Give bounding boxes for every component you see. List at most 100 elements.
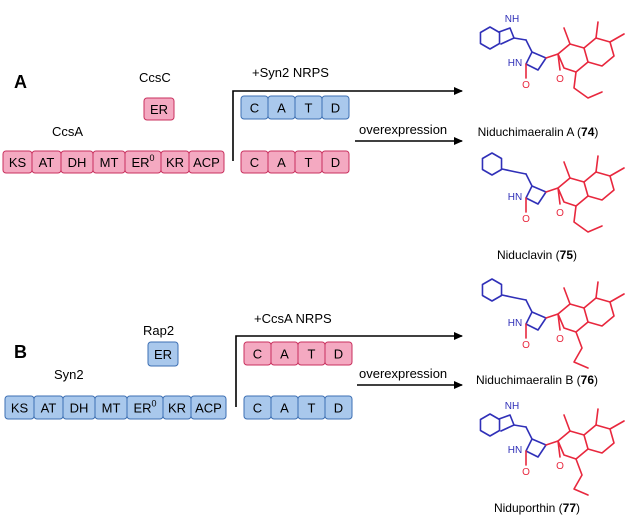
pks-b-domain-text-5: KR xyxy=(168,401,186,416)
nrps-a-a-label-1: A xyxy=(277,155,286,170)
indole-nh-77: NH xyxy=(505,401,519,412)
pks-a-ks-label-0: KS xyxy=(9,155,27,170)
nrps-b-d-label-3: D xyxy=(334,401,343,416)
nrps-a-c-label-0: C xyxy=(250,155,259,170)
pyrrolinone-hn-77: HN xyxy=(508,445,522,456)
product-name-75: Niduclavin ( xyxy=(497,248,560,262)
nrps-a-domain-text-0: C xyxy=(250,155,259,170)
product-caption-74: Niduchimaeralin A (74) xyxy=(478,125,599,139)
swap-nrps-a-domain-text-2: T xyxy=(305,101,313,116)
nrps-b-domain-text-2: T xyxy=(308,401,316,416)
carbonyl-o-acyl-74: O xyxy=(556,74,564,85)
pks-a-domain-text-5: KR xyxy=(166,155,184,170)
pks-b-domain-text-1: AT xyxy=(41,401,57,416)
pks-module-a: KS AT DH MT ER0 KR ACP xyxy=(2,150,225,174)
swap-nrps-b-domain-text-2: T xyxy=(308,347,316,362)
swap-nrps-a-domain-text-1: A xyxy=(277,101,286,116)
swap-nrps-b-d-domain-3 xyxy=(324,341,353,366)
carbonyl-o-lactam-76: O xyxy=(522,340,530,351)
pks-b-at-label-1: AT xyxy=(41,401,57,416)
pks-a-acp-label-6: ACP xyxy=(193,155,220,170)
product-name-74: Niduchimaeralin A ( xyxy=(478,125,581,139)
carbonyl-o-lactam-77: O xyxy=(522,467,530,478)
pyrrolinone-hn-74: HN xyxy=(508,58,522,69)
synthase-label-a: CcsA xyxy=(52,124,83,139)
product-id-77: 77 xyxy=(563,501,577,515)
product-caption-76: Niduchimaeralin B (76) xyxy=(476,373,598,387)
pks-a-at-label-1: AT xyxy=(39,155,55,170)
pks-a-domain-text-4: ER xyxy=(131,155,149,170)
nrps-b-domain-text-0: C xyxy=(253,401,262,416)
swap-nrps-b-domain-text-3: D xyxy=(334,347,343,362)
nrps-a-domain-text-3: D xyxy=(331,155,340,170)
tailoring-enzyme-label-b: Rap2 xyxy=(143,323,174,338)
pks-b-dh-label-2: DH xyxy=(70,401,89,416)
nrps-b-a-label-1: A xyxy=(280,401,289,416)
synthase-label-b: Syn2 xyxy=(54,367,84,382)
pks-b-domain-text-6: ACP xyxy=(195,401,222,416)
nrps-b-t-label-2: T xyxy=(308,401,316,416)
pks-a-domain-text-3: MT xyxy=(100,155,119,170)
panel-a-label: A xyxy=(14,72,27,92)
nrps-a-d-domain-3 xyxy=(321,150,350,174)
pks-a-dh-label-2: DH xyxy=(68,155,87,170)
pks-b-er-superscript: 0 xyxy=(152,399,157,409)
nrps-a-t-label-2: T xyxy=(305,155,313,170)
nrps-a-d-label-3: D xyxy=(331,155,340,170)
pks-b-domain-text-3: MT xyxy=(102,401,121,416)
pks-a-kr-label-5: KR xyxy=(166,155,184,170)
product-caption-75: Niduclavin (75) xyxy=(497,248,577,262)
swap-nrps-a-c-label-0: C xyxy=(250,101,259,116)
nrps-b-d-domain-3 xyxy=(324,395,353,420)
pyrrolinone-hn-76: HN xyxy=(508,318,522,329)
swap-nrps-b-a-label-1: A xyxy=(280,347,289,362)
product-caption-77: Niduporthin (77) xyxy=(494,501,580,515)
product-close-77: ) xyxy=(576,501,580,515)
pks-b-ks-label-0: KS xyxy=(11,401,29,416)
carbonyl-o-acyl-77: O xyxy=(556,461,564,472)
pks-b-kr-label-5: KR xyxy=(168,401,186,416)
pks-a-domain-text-1: AT xyxy=(39,155,55,170)
product-close-76: ) xyxy=(594,373,598,387)
pks-b-acp-label-6: ACP xyxy=(195,401,222,416)
product-id-75: 75 xyxy=(560,248,574,262)
swap-nrps-b-domain-text-0: C xyxy=(253,347,262,362)
product-id-74: 74 xyxy=(581,125,595,139)
carbonyl-o-acyl-76: O xyxy=(556,334,564,345)
swap-arrow-b xyxy=(235,332,463,407)
pks-a-acp-domain-6 xyxy=(188,150,225,174)
swap-nrps-a-a-label-1: A xyxy=(277,101,286,116)
nrps-b-domain-text-1: A xyxy=(280,401,289,416)
nrps-b-c-label-0: C xyxy=(253,401,262,416)
pks-b-acp-domain-6 xyxy=(190,395,227,420)
pks-a-er-superscript: 0 xyxy=(150,153,155,163)
overexpression-label-b: overexpression xyxy=(359,366,447,381)
pks-b-domain-text-2: DH xyxy=(70,401,89,416)
pyrrolinone-hn-75: HN xyxy=(508,192,522,203)
swap-nrps-a-domain-text-3: D xyxy=(331,101,340,116)
carbonyl-o-acyl-75: O xyxy=(556,208,564,219)
pks-a-er-label-4: ER0 xyxy=(131,153,154,170)
carbonyl-o-lactam-75: O xyxy=(522,214,530,225)
pks-a-domain-text-6: ACP xyxy=(193,155,220,170)
swap-nrps-b-d-label-3: D xyxy=(334,347,343,362)
swap-label-b: +CcsA NRPS xyxy=(254,311,332,326)
swap-nrps-b-domain-text-1: A xyxy=(280,347,289,362)
pks-b-mt-label-3: MT xyxy=(102,401,121,416)
carbonyl-o-lactam-74: O xyxy=(522,80,530,91)
nrps-a-domain-text-1: A xyxy=(277,155,286,170)
product-name-76: Niduchimaeralin B ( xyxy=(476,373,581,387)
tailoring-enzyme-label-a: CcsC xyxy=(139,70,171,85)
pks-a-mt-label-3: MT xyxy=(100,155,119,170)
